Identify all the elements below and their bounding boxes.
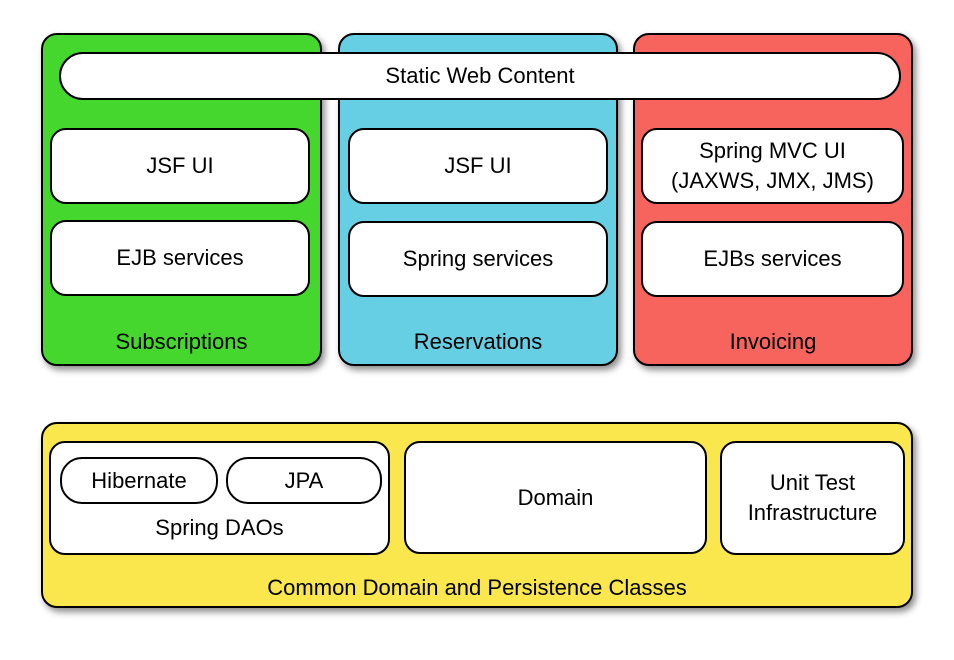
subscriptions-label: Subscriptions — [115, 329, 248, 354]
reservations-jsf-ui-box: JSF UI — [348, 128, 608, 204]
invoicing-label: Invoicing — [729, 329, 817, 354]
invoicing-spring-mvc-ui-box: Spring MVC UI (JAXWS, JMX, JMS) — [641, 128, 904, 204]
subscriptions-jsf-ui-box: JSF UI — [50, 128, 310, 204]
hibernate-box: Hibernate — [60, 457, 218, 504]
jpa-box: JPA — [226, 457, 382, 504]
common-layer-label: Common Domain and Persistence Classes — [267, 575, 687, 600]
reservations-label: Reservations — [413, 329, 543, 354]
domain-box: Domain — [404, 441, 707, 554]
invoicing-ejbs-services-box: EJBs services — [641, 221, 904, 297]
static-web-content-box: Static Web Content — [59, 52, 901, 100]
subscriptions-ejb-services-box: EJB services — [50, 220, 310, 296]
spring-daos-label: Spring DAOs — [155, 515, 284, 540]
unit-test-infrastructure-box: Unit Test Infrastructure — [720, 441, 905, 555]
reservations-spring-services-box: Spring services — [348, 221, 608, 297]
